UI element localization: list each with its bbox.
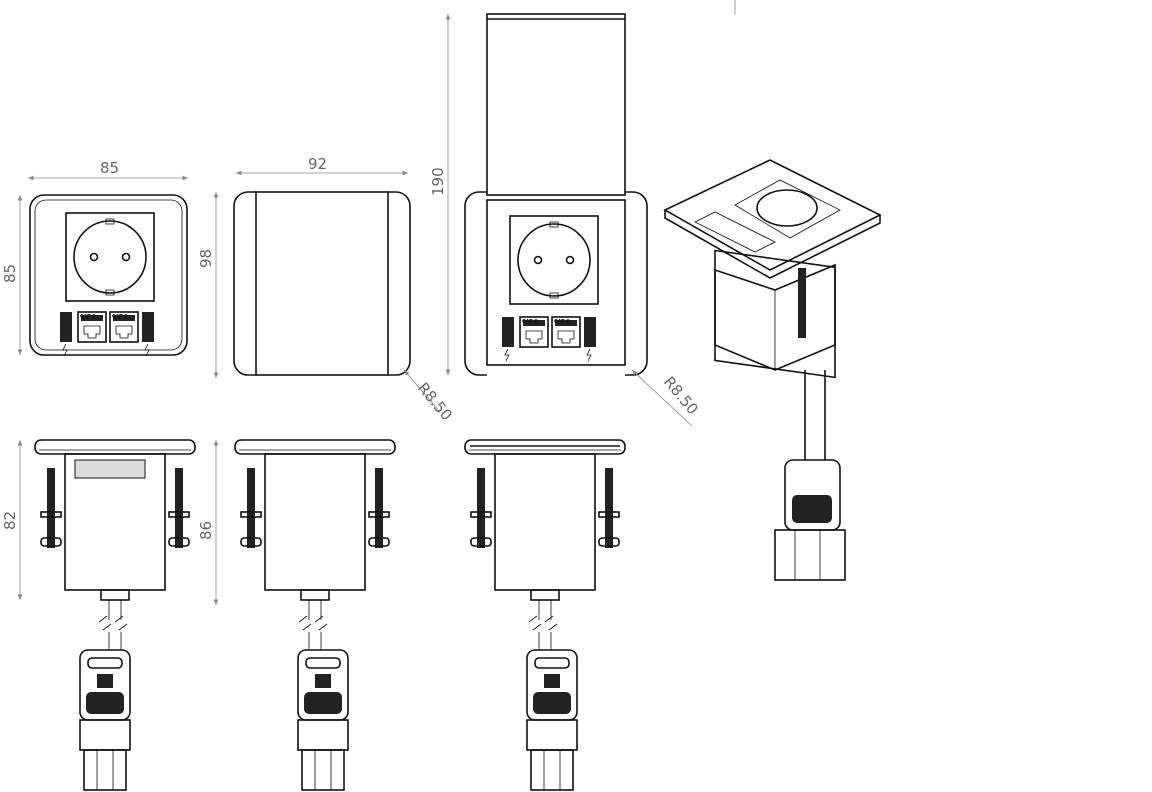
height-dimension: 190	[429, 167, 447, 196]
height-dimension: 82	[1, 511, 19, 530]
open-lid-view: CAT 6 CAT 6 190 R8.50	[429, 13, 702, 427]
side-view-2: 86	[197, 439, 396, 791]
radius-dimension: R8.50	[414, 379, 456, 424]
port-label: CAT 6	[522, 319, 538, 325]
width-dimension: 92	[308, 155, 327, 173]
port-label: CAT 6	[554, 319, 570, 325]
closed-lid-view: 92 98 R8.50	[197, 155, 456, 424]
port-label: CAT 6	[112, 314, 128, 320]
front-view: CAT 6 CAT 6 85 85	[1, 159, 188, 357]
height-dimension: 85	[1, 264, 19, 283]
height-dimension: 86	[197, 521, 215, 540]
width-dimension: 85	[100, 159, 119, 177]
port-label: CAT 6	[80, 314, 96, 320]
side-view-3	[464, 439, 626, 791]
side-view-1: 82	[1, 439, 196, 791]
height-dimension: 98	[197, 249, 215, 268]
isometric-view	[663, 159, 882, 581]
radius-dimension: R8.50	[660, 373, 702, 418]
